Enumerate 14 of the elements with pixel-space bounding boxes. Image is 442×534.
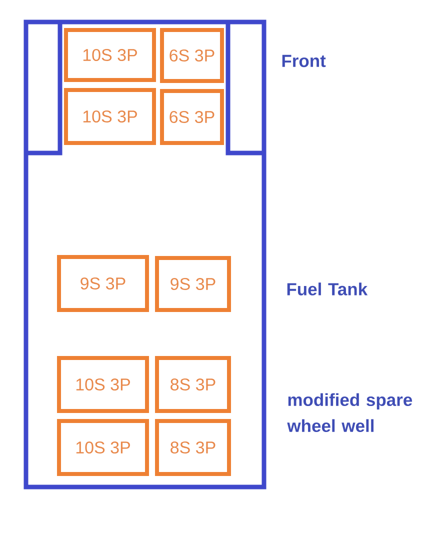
pack-box: 10S 3P: [57, 356, 149, 413]
region-label: Fuel Tank: [287, 282, 368, 296]
outline-box: [24, 20, 266, 490]
region-label: modified spare wheel well: [287, 393, 412, 432]
pack-box: 10S 3P: [64, 28, 156, 82]
pack-box: 10S 3P: [57, 419, 149, 476]
pack-box: 9S 3P: [57, 255, 149, 312]
pack-box: 6S 3P: [160, 28, 224, 83]
pack-box: 10S 3P: [64, 88, 156, 145]
pack-box: 6S 3P: [160, 89, 224, 145]
pack-box: 8S 3P: [155, 356, 231, 413]
pack-box: 9S 3P: [155, 256, 231, 312]
pack-box: 8S 3P: [155, 419, 231, 476]
region-label: Front: [282, 54, 326, 68]
